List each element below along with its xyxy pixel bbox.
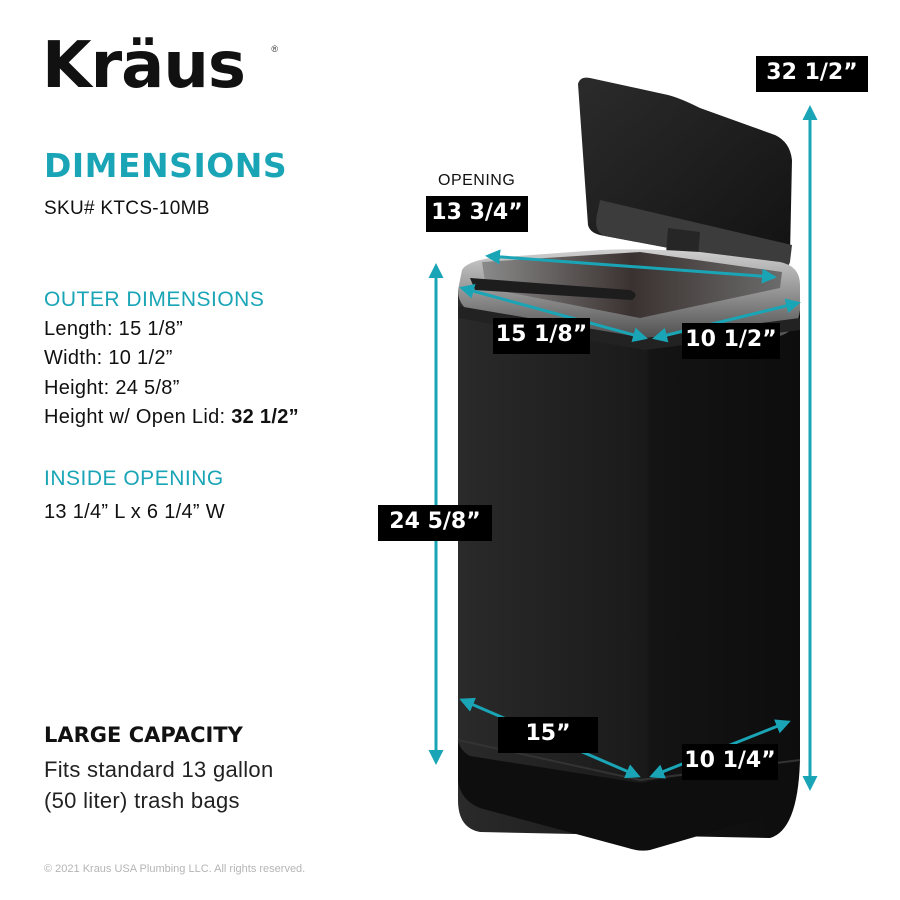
- opening-diagonal-label: 13 3/4”: [426, 196, 528, 232]
- inside-opening-heading: INSIDE OPENING: [44, 467, 224, 490]
- spec-length: Length: 15 1/8”: [44, 318, 184, 340]
- outer-dimensions-heading: OUTER DIMENSIONS: [44, 288, 265, 311]
- logo-wordmark: Kräus: [42, 29, 246, 103]
- capacity-line-2: (50 liter) trash bags: [44, 788, 240, 813]
- spec-height-open-lid-label: Height w/ Open Lid:: [44, 406, 232, 428]
- top-length-arrow: [459, 283, 648, 343]
- spec-width: Width: 10 1/2”: [44, 347, 173, 369]
- opening-diagonal-arrow: [485, 249, 777, 284]
- top-length-label: 15 1/8”: [493, 318, 590, 354]
- body-height-label: 24 5/8”: [378, 505, 492, 541]
- capacity-line-1: Fits standard 13 gallon: [44, 757, 274, 782]
- spec-height-open-lid-value: 32 1/2”: [231, 406, 299, 428]
- inside-opening-value: 13 1/4” L x 6 1/4” W: [44, 501, 225, 523]
- total-height-label: 32 1/2”: [756, 56, 868, 92]
- base-length-label: 15”: [498, 717, 598, 753]
- top-width-arrow: [652, 298, 801, 343]
- opening-caption: OPENING: [438, 172, 516, 189]
- spec-height-open-lid: Height w/ Open Lid: 32 1/2”: [44, 406, 299, 429]
- page-title: DIMENSIONS: [44, 146, 288, 185]
- bin-lid: [578, 77, 792, 269]
- capacity-heading: LARGE CAPACITY: [44, 723, 243, 747]
- base-width-label: 10 1/4”: [682, 744, 778, 780]
- sku-number: SKU# KTCS-10MB: [44, 198, 210, 219]
- spec-height: Height: 24 5/8”: [44, 377, 180, 399]
- top-width-label: 10 1/2”: [682, 323, 780, 359]
- kraus-logo: Kräus ®: [42, 26, 282, 103]
- registered-mark: ®: [271, 44, 278, 54]
- copyright-notice: © 2021 Kraus USA Plumbing LLC. All right…: [44, 863, 306, 875]
